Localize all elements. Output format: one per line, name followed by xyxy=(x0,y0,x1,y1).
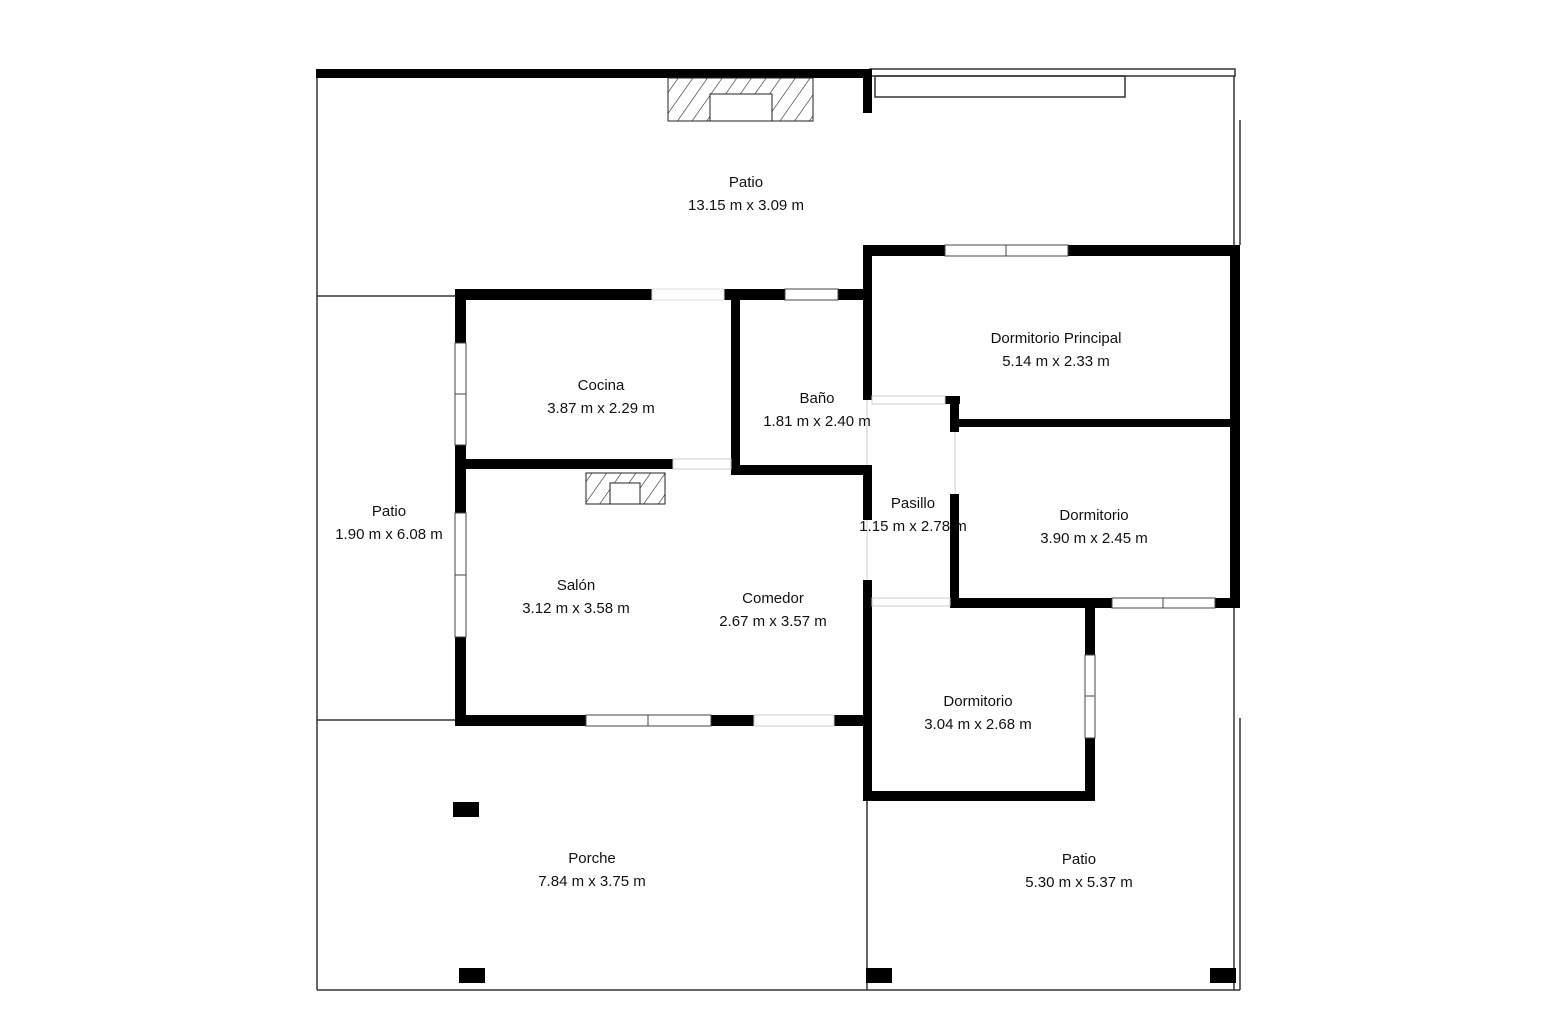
room-dormitorio-principal: Dormitorio Principal 5.14 m x 2.33 m xyxy=(991,330,1122,370)
fireplace-patio xyxy=(667,77,814,122)
room-size: 1.15 m x 2.78 m xyxy=(859,518,967,535)
room-name: Cocina xyxy=(578,377,625,394)
room-size: 1.90 m x 6.08 m xyxy=(335,526,443,543)
fireplace-salon xyxy=(585,472,666,505)
room-name: Baño xyxy=(799,390,834,407)
room-cocina: Cocina 3.87 m x 2.29 m xyxy=(547,377,655,417)
room-salon: Salón 3.12 m x 3.58 m xyxy=(522,577,630,617)
room-dormitorio-south: Dormitorio 3.04 m x 2.68 m xyxy=(924,693,1032,733)
room-size: 3.04 m x 2.68 m xyxy=(924,716,1032,733)
room-name: Comedor xyxy=(742,590,804,607)
room-size: 1.81 m x 2.40 m xyxy=(763,413,871,430)
room-comedor: Comedor 2.67 m x 3.57 m xyxy=(719,590,827,630)
room-size: 3.12 m x 3.58 m xyxy=(522,600,630,617)
doors xyxy=(651,288,956,727)
room-size: 13.15 m x 3.09 m xyxy=(688,197,804,214)
room-size: 3.87 m x 2.29 m xyxy=(547,400,655,417)
room-size: 2.67 m x 3.57 m xyxy=(719,613,827,630)
room-patio-west: Patio 1.90 m x 6.08 m xyxy=(335,503,443,543)
columns xyxy=(453,802,1236,983)
windows xyxy=(454,244,1216,739)
room-patio-north: Patio 13.15 m x 3.09 m xyxy=(688,174,804,214)
room-dormitorio-east: Dormitorio 3.90 m x 2.45 m xyxy=(1040,507,1148,547)
room-porche: Porche 7.84 m x 3.75 m xyxy=(538,850,646,890)
room-name: Patio xyxy=(729,174,763,191)
room-patio-southeast: Patio 5.30 m x 5.37 m xyxy=(1025,851,1133,891)
room-size: 7.84 m x 3.75 m xyxy=(538,873,646,890)
room-size: 5.14 m x 2.33 m xyxy=(1002,353,1110,370)
room-name: Pasillo xyxy=(891,495,935,512)
room-name: Dormitorio xyxy=(1059,507,1128,524)
room-size: 3.90 m x 2.45 m xyxy=(1040,530,1148,547)
room-name: Patio xyxy=(372,503,406,520)
room-name: Patio xyxy=(1062,851,1096,868)
room-name: Porche xyxy=(568,850,616,867)
room-pasillo: Pasillo 1.15 m x 2.78 m xyxy=(859,495,967,535)
room-size: 5.30 m x 5.37 m xyxy=(1025,874,1133,891)
room-name: Dormitorio xyxy=(943,693,1012,710)
room-name: Salón xyxy=(557,577,595,594)
room-bano: Baño 1.81 m x 2.40 m xyxy=(763,390,871,430)
room-name: Dormitorio Principal xyxy=(991,330,1122,347)
